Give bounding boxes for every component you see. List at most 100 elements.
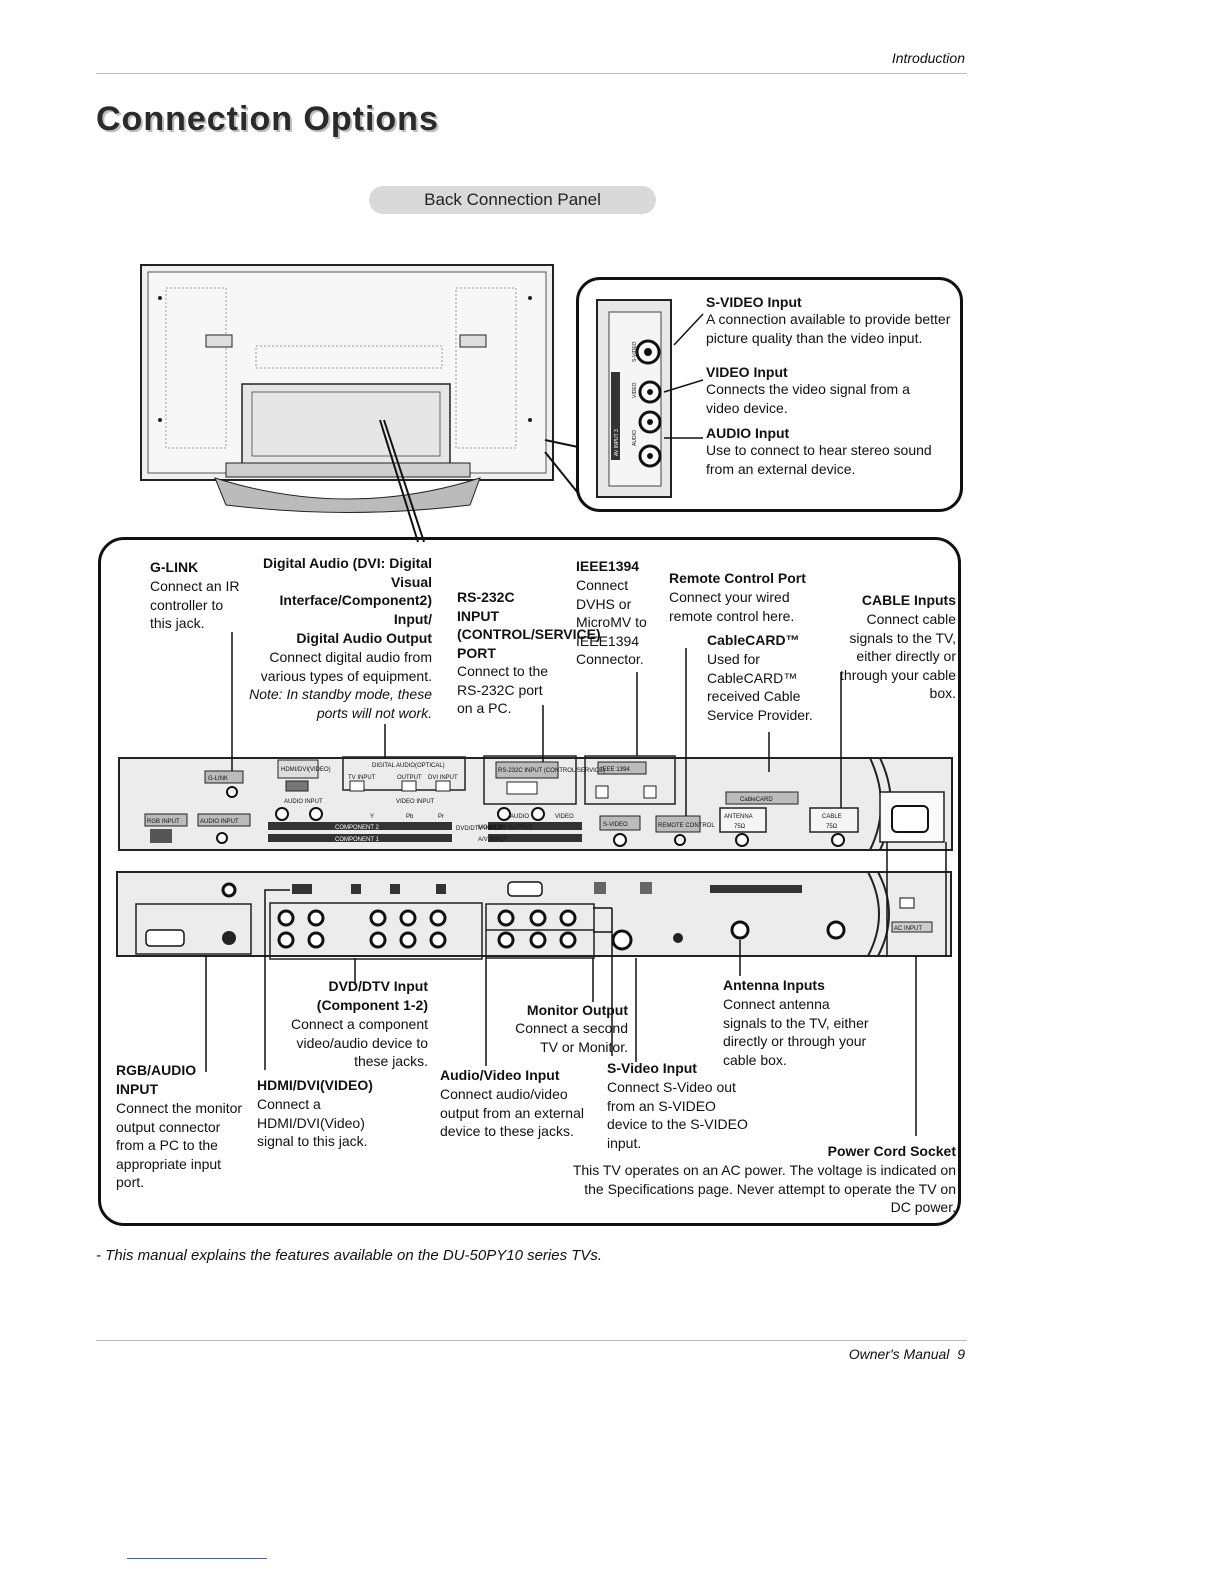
side-svideo-body: A connection available to provide better… [706, 311, 951, 346]
rgb-dsub-lower [145, 929, 185, 947]
panel-label-dvi-input: DVI INPUT [428, 775, 458, 781]
footnote: - This manual explains the features avai… [96, 1247, 603, 1264]
side-label-audio: AUDIO [632, 430, 638, 446]
side-video-body: Connects the video signal from a video d… [706, 381, 910, 416]
zoom-line-side-b [544, 451, 579, 494]
tv-handle-right [459, 334, 487, 348]
power-cord-body: This TV operates on an AC power. The vol… [572, 1162, 956, 1215]
panel-label-video: VIDEO [555, 814, 574, 820]
monitor-output-body: Connect a second TV or Monitor. [515, 1020, 628, 1055]
hdmi-dvi-body: Connect a HDMI/DVI(Video) signal to this… [257, 1096, 368, 1149]
side-label-video: VIDEO [632, 382, 638, 398]
panel-label-component2: COMPONENT 2 [335, 825, 380, 831]
antenna-inputs-title: Antenna Inputs [723, 977, 825, 993]
tv-vent-center [255, 345, 443, 369]
panel-label-tv-input: TV INPUT [348, 775, 376, 781]
hdmi-dvi-title: HDMI/DVI(VIDEO) [257, 1077, 373, 1093]
side-label-svideo: S-VIDEO [632, 341, 638, 362]
header-rule [96, 73, 967, 74]
panel-label-digital-audio: DIGITAL AUDIO(OPTICAL) [372, 763, 445, 769]
av-input-title: Audio/Video Input [440, 1067, 560, 1083]
remote-control-title: Remote Control Port [669, 570, 806, 586]
monitor-av-group [485, 903, 595, 959]
panel-label-cablecard: CableCARD [740, 797, 773, 803]
rs232c-body: Connect to the RS-232C port on a PC. [457, 663, 549, 716]
panel-title-pill: Back Connection Panel [369, 186, 656, 214]
component-group-lower [269, 902, 483, 960]
panel-label-ac-input: AC INPUT [894, 926, 922, 932]
panel-label-audio-input: AUDIO INPUT [200, 819, 239, 825]
side-label-av: AV INPUT 3 [614, 429, 620, 456]
hdmi-lower-port [292, 884, 312, 894]
rs232c-lower-port [507, 881, 543, 897]
footer-rule [96, 1340, 967, 1341]
panel-label-pr: Pr [438, 814, 444, 820]
component1-bar [268, 834, 452, 842]
side-audio-body: Use to connect to hear stereo sound from… [706, 442, 932, 477]
page-footer: Owner's Manual 9 [849, 1346, 965, 1362]
dvd-dtv-body: Connect a component video/audio device t… [291, 1016, 428, 1069]
panel-label-monitor: MONITOR OUTPUT [478, 825, 533, 831]
lower-connector-strip [116, 871, 952, 1070]
panel-label-ieee: IEEE 1394 [601, 767, 630, 773]
remote-control-jack [674, 834, 686, 846]
panel-label-video-input: VIDEO INPUT [396, 799, 435, 805]
leader-lines [205, 632, 947, 1136]
rgb-input-label-box [144, 813, 188, 827]
rgb-audio-body: Connect the monitor output connector fro… [116, 1100, 243, 1190]
panel-label-hdmi: HDMI/DVI(VIDEO) [281, 767, 331, 773]
tv-vent-right [455, 287, 517, 449]
zoom-line-bottom-b [383, 419, 425, 543]
power-socket [891, 805, 929, 833]
component2-bar [268, 822, 452, 830]
rs232c-port [506, 781, 538, 795]
dvd-dtv-title: DVD/DTV Input (Component 1-2) [316, 978, 428, 1013]
cable-jack-top [831, 833, 845, 847]
panel-label-audio-in: AUDIO INPUT [284, 799, 323, 805]
side-jack-panel [596, 299, 704, 498]
cable-inputs-body: Connect cable signals to the TV, either … [840, 611, 956, 701]
remote-control-body: Connect your wired remote control here. [669, 589, 795, 624]
antenna-label-box [719, 807, 767, 833]
glink-body: Connect an IR controller to this jack. [150, 578, 240, 631]
panel-label-pb: Pb [406, 814, 414, 820]
tv-stand-base [214, 477, 481, 513]
panel-label-dvd-dtv: DVD/DTV INPUT [456, 826, 502, 832]
panel-label-component1: COMPONENT 1 [335, 837, 380, 843]
side-audio-title: AUDIO Input [706, 425, 790, 441]
antenna-jack-top [735, 833, 749, 847]
cablecard-body: Used for CableCARD™ received Cable Servi… [707, 651, 813, 723]
cable-inputs-title: CABLE Inputs [861, 592, 956, 608]
footer-manual-name: Owner's Manual [848, 1346, 950, 1362]
panel-label-cable-ohm: 75Ω [826, 824, 838, 830]
cable-lower-jack [826, 920, 846, 940]
digital-audio-title: Digital Audio (DVI: Digital Visual Inter… [262, 555, 432, 627]
cable-label-box [809, 807, 859, 833]
panel-label-rgb-input: RGB INPUT [147, 819, 180, 825]
panel-label-antenna: ANTENNA [724, 814, 753, 820]
ieee1394-group [584, 755, 676, 805]
power-cord-title: Power Cord Socket [827, 1143, 956, 1159]
tv-jack-panel [241, 383, 451, 465]
svideo-input-body: Connect S-Video out from an S-VIDEO devi… [607, 1079, 748, 1151]
av-input-body: Connect audio/video output from an exter… [440, 1086, 584, 1139]
cablecard-title: CableCARD™ [707, 632, 800, 648]
tv-rear-view [140, 264, 579, 543]
antenna-lower-jack [730, 920, 750, 940]
digital-audio-output-title: Digital Audio Output [296, 630, 432, 646]
upper-connector-strip [118, 755, 953, 851]
side-label-strip [611, 372, 620, 460]
zoom-line-side-a [544, 439, 579, 448]
tv-vent-left [165, 287, 227, 449]
footer-page-number: 9 [957, 1346, 965, 1362]
monitor-output-title: Monitor Output [526, 1002, 628, 1018]
svideo-lower-jack [611, 929, 633, 951]
rear-panel-callout-box [98, 537, 961, 1226]
antenna-inputs-body: Connect antenna signals to the TV, eithe… [723, 996, 869, 1068]
cablecard-slot [710, 885, 802, 893]
panel-label-glink: G-LINK [208, 776, 228, 782]
panel-label-y: Y [370, 814, 374, 820]
glink-label-box [204, 770, 244, 784]
digital-audio-body: Connect digital audio from various types… [260, 649, 432, 684]
